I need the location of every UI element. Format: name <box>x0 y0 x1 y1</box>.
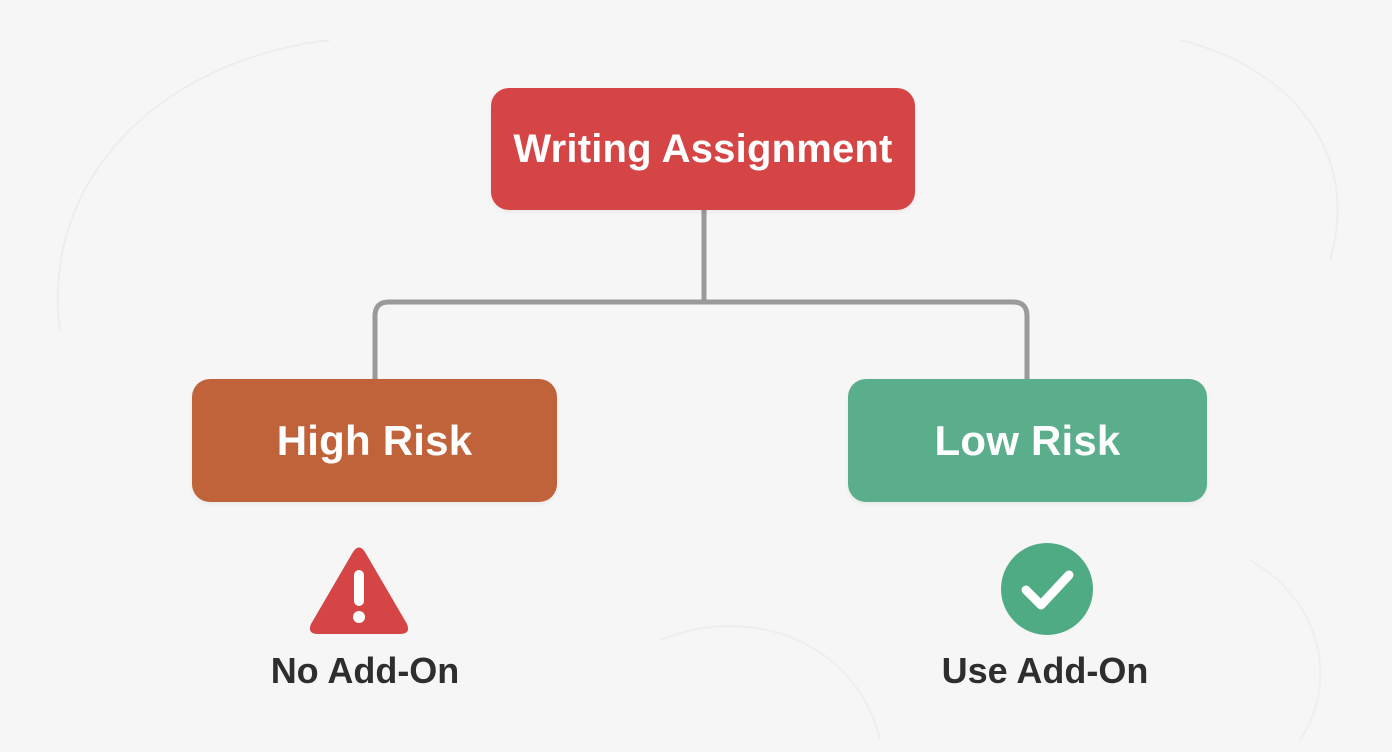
root-node-label: Writing Assignment <box>513 126 893 171</box>
outcome-label-use-add-on: Use Add-On <box>941 650 1149 691</box>
outcome-label-no-add-on: No Add-On <box>270 650 460 691</box>
right-branch-connector <box>701 299 1030 382</box>
warning-icon <box>309 547 409 634</box>
branch-node-label-high-risk: High Risk <box>276 416 473 464</box>
checkmark-icon <box>1001 543 1093 635</box>
root-node-writing-assignment: Writing Assignment <box>491 88 915 210</box>
branch-node-high-risk: High Risk <box>192 379 557 502</box>
branch-node-label-low-risk: Low Risk <box>934 416 1121 464</box>
branch-node-low-risk: Low Risk <box>848 379 1207 502</box>
left-branch-connector <box>372 299 707 382</box>
